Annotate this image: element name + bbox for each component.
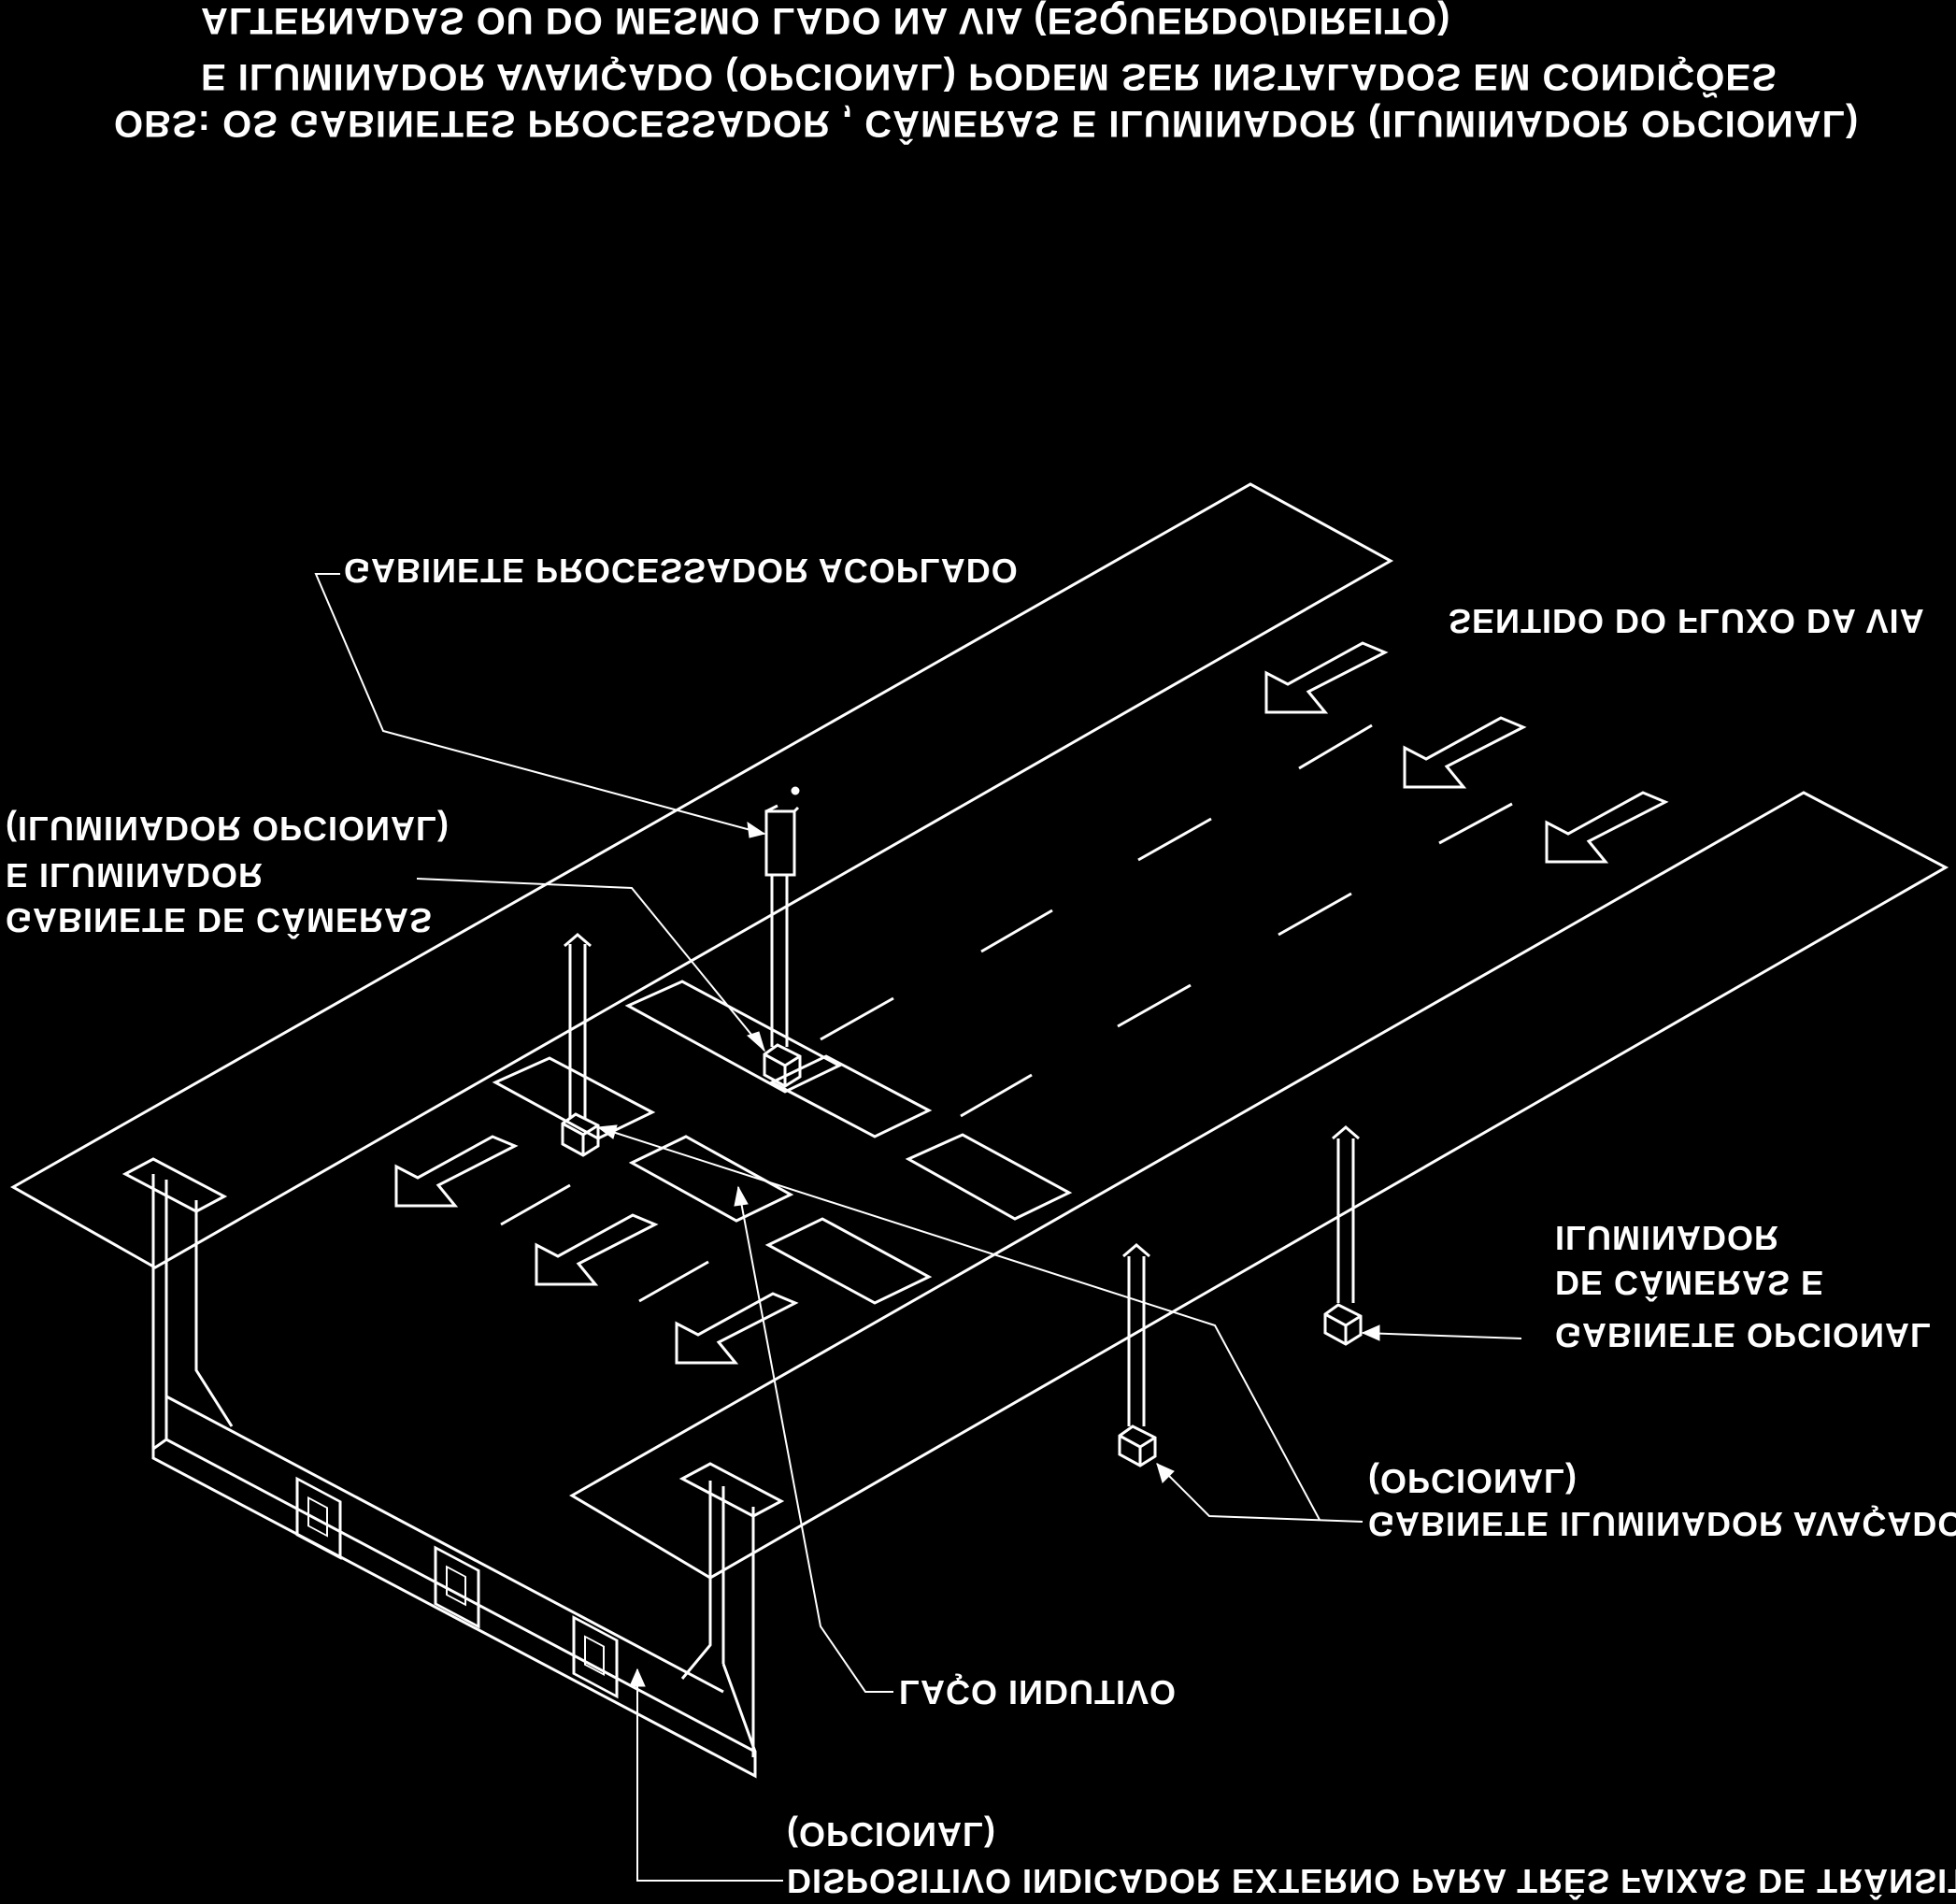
arrowhead [596,1124,618,1139]
box-edge [1345,1314,1362,1327]
flow-arrow [394,1135,519,1208]
gantry-beam-edge [165,1395,724,1694]
processor-cabinet [763,786,802,1088]
box-edge [1324,1312,1347,1327]
processor-cabinet-box [764,809,796,877]
indicator-panel [572,1615,619,1699]
advanced-leader [1156,1463,1363,1523]
flow-arrow [675,1292,799,1365]
gantry-left-base [121,1157,228,1213]
indicator-leader [636,1669,783,1882]
inductive-loop [768,1054,933,1138]
optional-cabinet-pole [1323,1125,1363,1346]
lane-dash [638,1260,709,1303]
flow-arrows [394,641,1669,1365]
advanced-illuminator-box [1118,1424,1157,1467]
pole-cap [564,933,592,948]
camera-illuminator-pole [561,933,600,1157]
note-line-2: E ILUMINADOR AVANÇADO (OPCIONAL) PODEM S… [201,56,1778,97]
road-outline [9,482,1949,1580]
optional-cabinet-box [1323,1303,1363,1346]
box-edge [582,1124,599,1137]
inductive-loop [764,1217,933,1305]
optional-label-3: ILUMINADOR [1555,1219,1779,1257]
arrowhead [1156,1463,1175,1483]
lane-dashes [500,723,1513,1303]
gantry-beam [151,1438,757,1779]
inductive-loop [624,980,843,1094]
flow-arrow [1403,716,1527,789]
optional-label-1: GABINETE OPCIONAL [1555,1316,1933,1354]
lane-dash [1438,802,1513,845]
flow-arrow [535,1213,659,1286]
road-right-edge [569,791,1949,1580]
arrowhead [1361,1324,1380,1341]
indicator-panel [434,1545,480,1629]
camera-cabinet-edge [784,1054,801,1067]
camera-illuminator-box [561,1112,600,1157]
note-line-1: OBS: OS GABINETES PROCESSADOR , CÂMERAS … [114,103,1860,144]
box-edge [562,1122,584,1137]
camera-leader [416,878,765,1052]
arrowhead [747,821,766,838]
arrowhead [629,1668,646,1687]
processor-leader [314,573,765,835]
advanced-leader-2 [597,1126,1321,1521]
lane-dash [1298,723,1373,770]
inductive-loop [492,1056,656,1140]
loop-label: LAÇO INDUTIVO [899,1673,1177,1711]
pole-cap [1332,1125,1360,1140]
gantry-right-base [678,1462,785,1518]
note-line-3: ALTERNADAS OU DO MESMO LADO NA VIA (ESQU… [201,0,1451,41]
arrowhead [747,1031,765,1052]
gantry-right-post [680,1481,712,1680]
lane-dash [820,996,894,1041]
flow-arrow [1264,641,1389,714]
lane-dash [1117,983,1192,1028]
lane-dash [980,909,1053,953]
gantry-beam-edge [721,1663,757,1753]
advanced-label-2: (OPCIONAL) [1368,1462,1578,1500]
leader-lines [314,573,1522,1882]
lane-dash [960,1073,1033,1118]
camera-cabinet-box [763,1043,802,1088]
flow-arrow [1545,791,1669,864]
processor-cabinet-edge [765,804,778,813]
road-left-edge [9,482,1394,1269]
indicator-label-1: DISPOSITIVO INDICADOR EXTERNO PARA TRÊS … [787,1862,1956,1900]
indicator-panel [295,1476,342,1560]
camera-label-3: (ILUMINADOR OPCIONAL) [6,809,450,848]
arrowhead [734,1185,749,1207]
camera-label-2: E ILUMINADOR [6,856,264,895]
camera-cabinet-edge [764,1052,786,1067]
processor-label: GABINETE PROCESSADOR ACOPLADO [344,551,1019,590]
advanced-label-1: GABINETE ILUMINADOR AVAÇADO [1368,1505,1956,1543]
advanced-illuminator-pole [1118,1243,1157,1467]
box-edge [1139,1436,1156,1449]
loop-leader [737,1186,893,1693]
lane-dash [1278,892,1352,937]
indicator-label-2: (OPCIONAL) [787,1815,996,1854]
optional-leader [1362,1332,1522,1339]
external-indicator-gantry [121,1157,785,1779]
pole-cap [1122,1243,1150,1258]
processor-cabinet-light [791,786,800,795]
inductive-loop [628,1135,794,1223]
lane-dash [1137,817,1212,862]
flow-label: SENTIDO DO FLUXO DA VIA [1449,602,1925,640]
processor-cabinet-edge [792,806,800,813]
camera-label-1: GABINETE DE CÂMERAS [6,901,434,939]
inductive-loops [492,980,1073,1305]
lane-dash [500,1183,571,1226]
optional-label-2: DE CÂMERAS E [1555,1264,1825,1302]
inductive-loop [905,1133,1073,1221]
box-edge [1119,1434,1141,1449]
gantry-left-post [194,1200,234,1427]
